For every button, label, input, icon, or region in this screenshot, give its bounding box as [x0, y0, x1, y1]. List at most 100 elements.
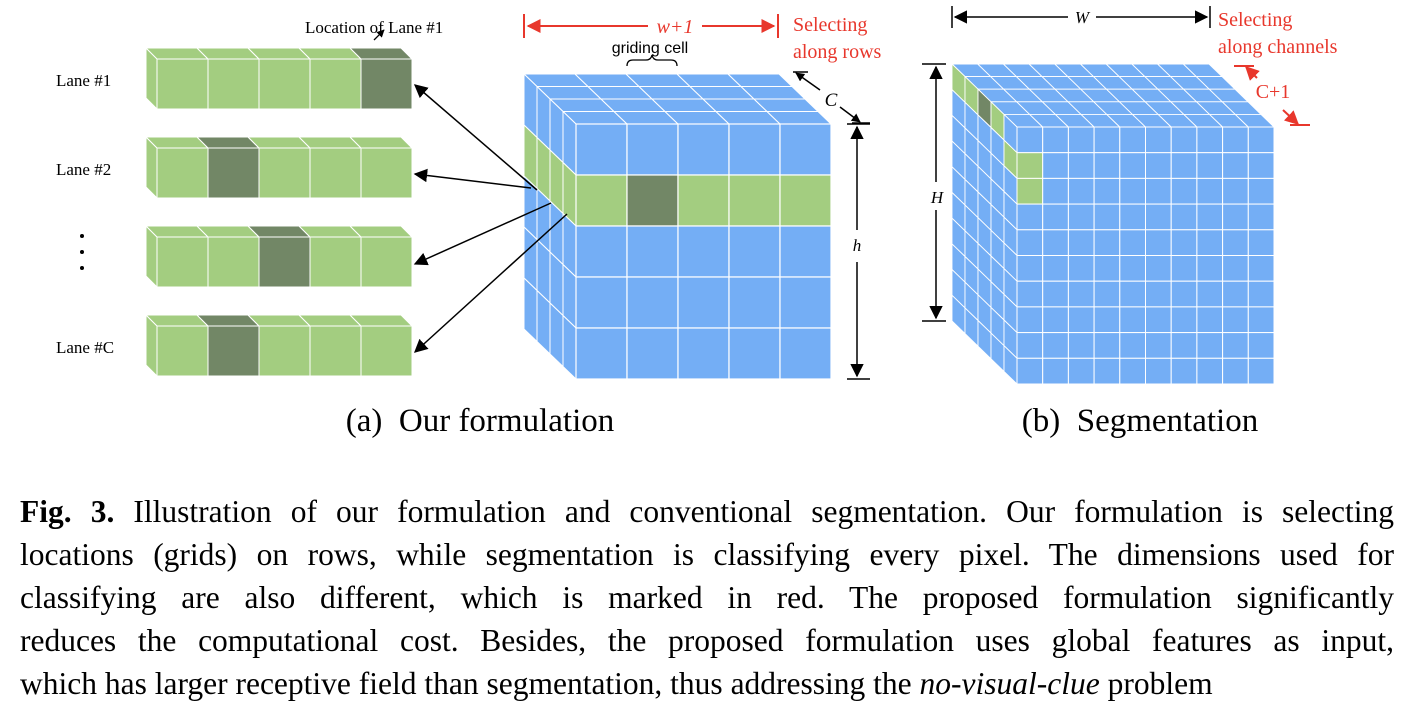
lane-row	[144, 135, 414, 200]
seg-cell	[1093, 332, 1121, 359]
seg-cell	[1016, 306, 1044, 334]
seg-cell	[1119, 152, 1147, 179]
seg-cell	[1145, 126, 1172, 154]
lane-label-c: Lane #C	[56, 338, 114, 357]
seg-cell	[1145, 357, 1172, 385]
cube-cell	[575, 174, 628, 227]
seg-cell	[1196, 177, 1224, 205]
location-pointer-arrow	[373, 29, 385, 41]
seg-cell	[1067, 255, 1095, 282]
lane-cell	[156, 147, 209, 199]
seg-cell	[1016, 126, 1044, 154]
cube-cell	[626, 174, 679, 227]
seg-cell	[1093, 126, 1121, 154]
lane-arrows	[413, 84, 568, 353]
seg-cell	[1093, 177, 1121, 205]
cube-cell	[626, 327, 679, 380]
cube-cell	[779, 123, 832, 176]
width-dimension-red	[523, 14, 779, 38]
cube-cell	[677, 225, 730, 278]
seg-cell	[1016, 280, 1044, 308]
subcaption-a: (a) Our formulation	[346, 403, 615, 439]
seg-cell	[1093, 229, 1121, 257]
griding-cell-label: griding cell	[612, 40, 688, 57]
figure-illustration: Lane #1 Lane #2 Lane #C Location of Lane…	[56, 6, 1338, 439]
cube-cell	[677, 174, 730, 227]
seg-cell	[1247, 152, 1275, 179]
seg-cell	[1016, 255, 1044, 282]
seg-cell	[1170, 255, 1198, 282]
seg-cell	[1145, 306, 1172, 334]
seg-cell	[1093, 203, 1121, 231]
figure-caption: Fig. 3. Illustration of our formulation …	[20, 490, 1394, 705]
caption-emphasis: no-visual-clue	[919, 666, 1100, 701]
cube-cell	[779, 174, 832, 227]
seg-cell	[1145, 280, 1172, 308]
lane-cell	[309, 236, 362, 288]
seg-cell	[1196, 306, 1224, 334]
cube-cell	[779, 327, 832, 380]
caption-line-3: classifying are also different, which is…	[20, 580, 1394, 615]
seg-cell	[1196, 229, 1224, 257]
seg-cell	[1170, 280, 1198, 308]
seg-cell	[1196, 280, 1224, 308]
seg-cell	[1067, 280, 1095, 308]
seg-cell	[1170, 152, 1198, 179]
seg-cell	[1042, 255, 1069, 282]
height-label-right: H	[930, 188, 945, 207]
seg-cell	[1016, 203, 1044, 231]
ellipsis-dots	[80, 234, 84, 270]
seg-cell	[1222, 306, 1249, 334]
lane-rows	[144, 46, 414, 378]
lane-cell	[156, 325, 209, 377]
seg-cell	[1042, 306, 1069, 334]
seg-cell	[1145, 332, 1172, 359]
seg-cell	[1067, 152, 1095, 179]
seg-cell	[1247, 280, 1275, 308]
selecting-channels-line2: along channels	[1218, 36, 1338, 58]
cube-cell	[626, 123, 679, 176]
seg-cell	[1042, 229, 1069, 257]
seg-cell	[1119, 229, 1147, 257]
seg-cell	[1119, 177, 1147, 205]
seg-cell	[1145, 152, 1172, 179]
lane-cell	[309, 58, 362, 110]
seg-cell	[1196, 203, 1224, 231]
height-dimension-right	[922, 63, 946, 322]
seg-cell	[1247, 357, 1275, 385]
segmentation-cube	[950, 62, 1276, 386]
lane-cell	[360, 236, 413, 288]
lane-cell	[207, 236, 260, 288]
seg-cell	[1067, 203, 1095, 231]
lane-cell	[360, 325, 413, 377]
seg-cell	[1170, 357, 1198, 385]
lane-cell	[156, 58, 209, 110]
seg-cell	[1119, 280, 1147, 308]
seg-cell	[1093, 255, 1121, 282]
seg-cell	[1222, 357, 1249, 385]
height-dimension-left	[847, 123, 870, 380]
seg-cell	[1016, 229, 1044, 257]
figure-label: Fig. 3.	[20, 494, 115, 529]
lane-cell	[258, 325, 311, 377]
seg-cell	[1119, 332, 1147, 359]
seg-cell	[1196, 152, 1224, 179]
cube-cell	[779, 276, 832, 329]
subcaption-b: (b) Segmentation	[1022, 403, 1258, 439]
seg-cell	[1247, 229, 1275, 257]
lane-cell	[207, 58, 260, 110]
cube-cell	[677, 327, 730, 380]
width-label-right: W	[1075, 8, 1091, 27]
seg-cell	[1145, 229, 1172, 257]
seg-cell	[1016, 332, 1044, 359]
cube-cell	[728, 174, 781, 227]
seg-cell	[1247, 332, 1275, 359]
channel-dimension-left	[793, 71, 870, 124]
channel-label-right: C+1	[1256, 81, 1291, 103]
width-dimension-right	[951, 6, 1211, 28]
seg-cell	[1222, 177, 1249, 205]
cube-cell	[677, 276, 730, 329]
seg-cell	[1170, 126, 1198, 154]
seg-cell	[1119, 357, 1147, 385]
cube-cell	[575, 225, 628, 278]
